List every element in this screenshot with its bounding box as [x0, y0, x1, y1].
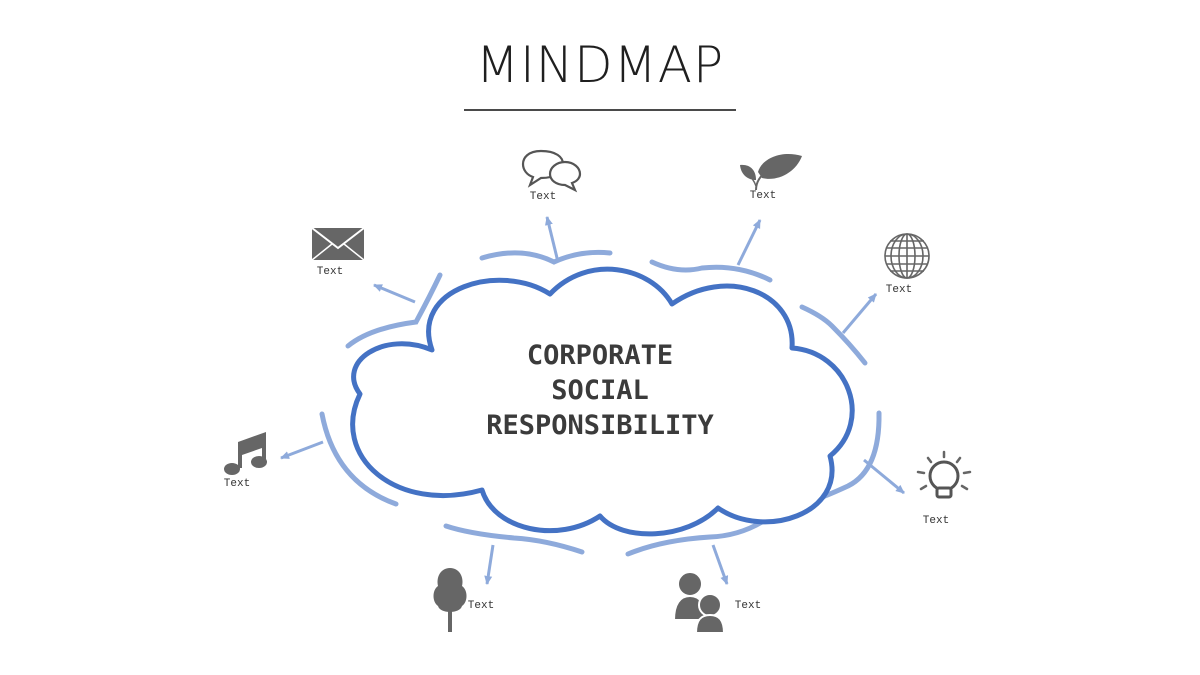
tree-icon: [433, 568, 467, 632]
node-label-mail: Text: [316, 266, 344, 278]
connector-arrow: [545, 216, 560, 263]
page-title: MINDMAP: [475, 36, 725, 94]
leaf-icon: [740, 153, 802, 191]
connector-arrow: [711, 544, 729, 585]
node-label-leaf: Text: [749, 190, 777, 202]
outer-arc: [345, 272, 443, 349]
lightbulb-icon: [916, 450, 972, 499]
envelope-icon: [311, 227, 365, 261]
people-icon: [672, 571, 726, 634]
outer-arc: [319, 411, 399, 507]
node-label-tree: Text: [467, 600, 495, 612]
outer-arc: [649, 259, 773, 283]
outer-arc: [799, 304, 868, 366]
node-label-people: Text: [734, 600, 762, 612]
central-topic-line: SOCIAL: [551, 375, 649, 406]
central-topic-line: CORPORATE: [526, 340, 674, 371]
central-cloud: [350, 266, 855, 537]
globe-icon: [884, 233, 930, 279]
connector-arrow: [736, 219, 762, 266]
outer-arc: [443, 523, 585, 555]
outer-arc: [479, 249, 613, 265]
connector-arrow: [841, 293, 878, 334]
node-label-music: Text: [223, 478, 251, 490]
title-underline: [464, 109, 736, 111]
music-note-icon: [224, 432, 267, 475]
outer-arc: [625, 519, 765, 557]
connector-arrow: [484, 544, 495, 585]
node-label-globe: Text: [885, 284, 913, 296]
speech-bubbles-icon: [521, 149, 582, 193]
connector-arrow: [280, 440, 324, 460]
connector-arrow: [373, 283, 416, 304]
node-label-bulb: Text: [922, 515, 950, 527]
central-topic: CORPORATE SOCIAL RESPONSIBILITY: [400, 338, 800, 443]
connector-arrow: [863, 458, 905, 495]
central-topic-line: RESPONSIBILITY: [486, 410, 714, 441]
node-label-chat: Text: [529, 191, 557, 203]
